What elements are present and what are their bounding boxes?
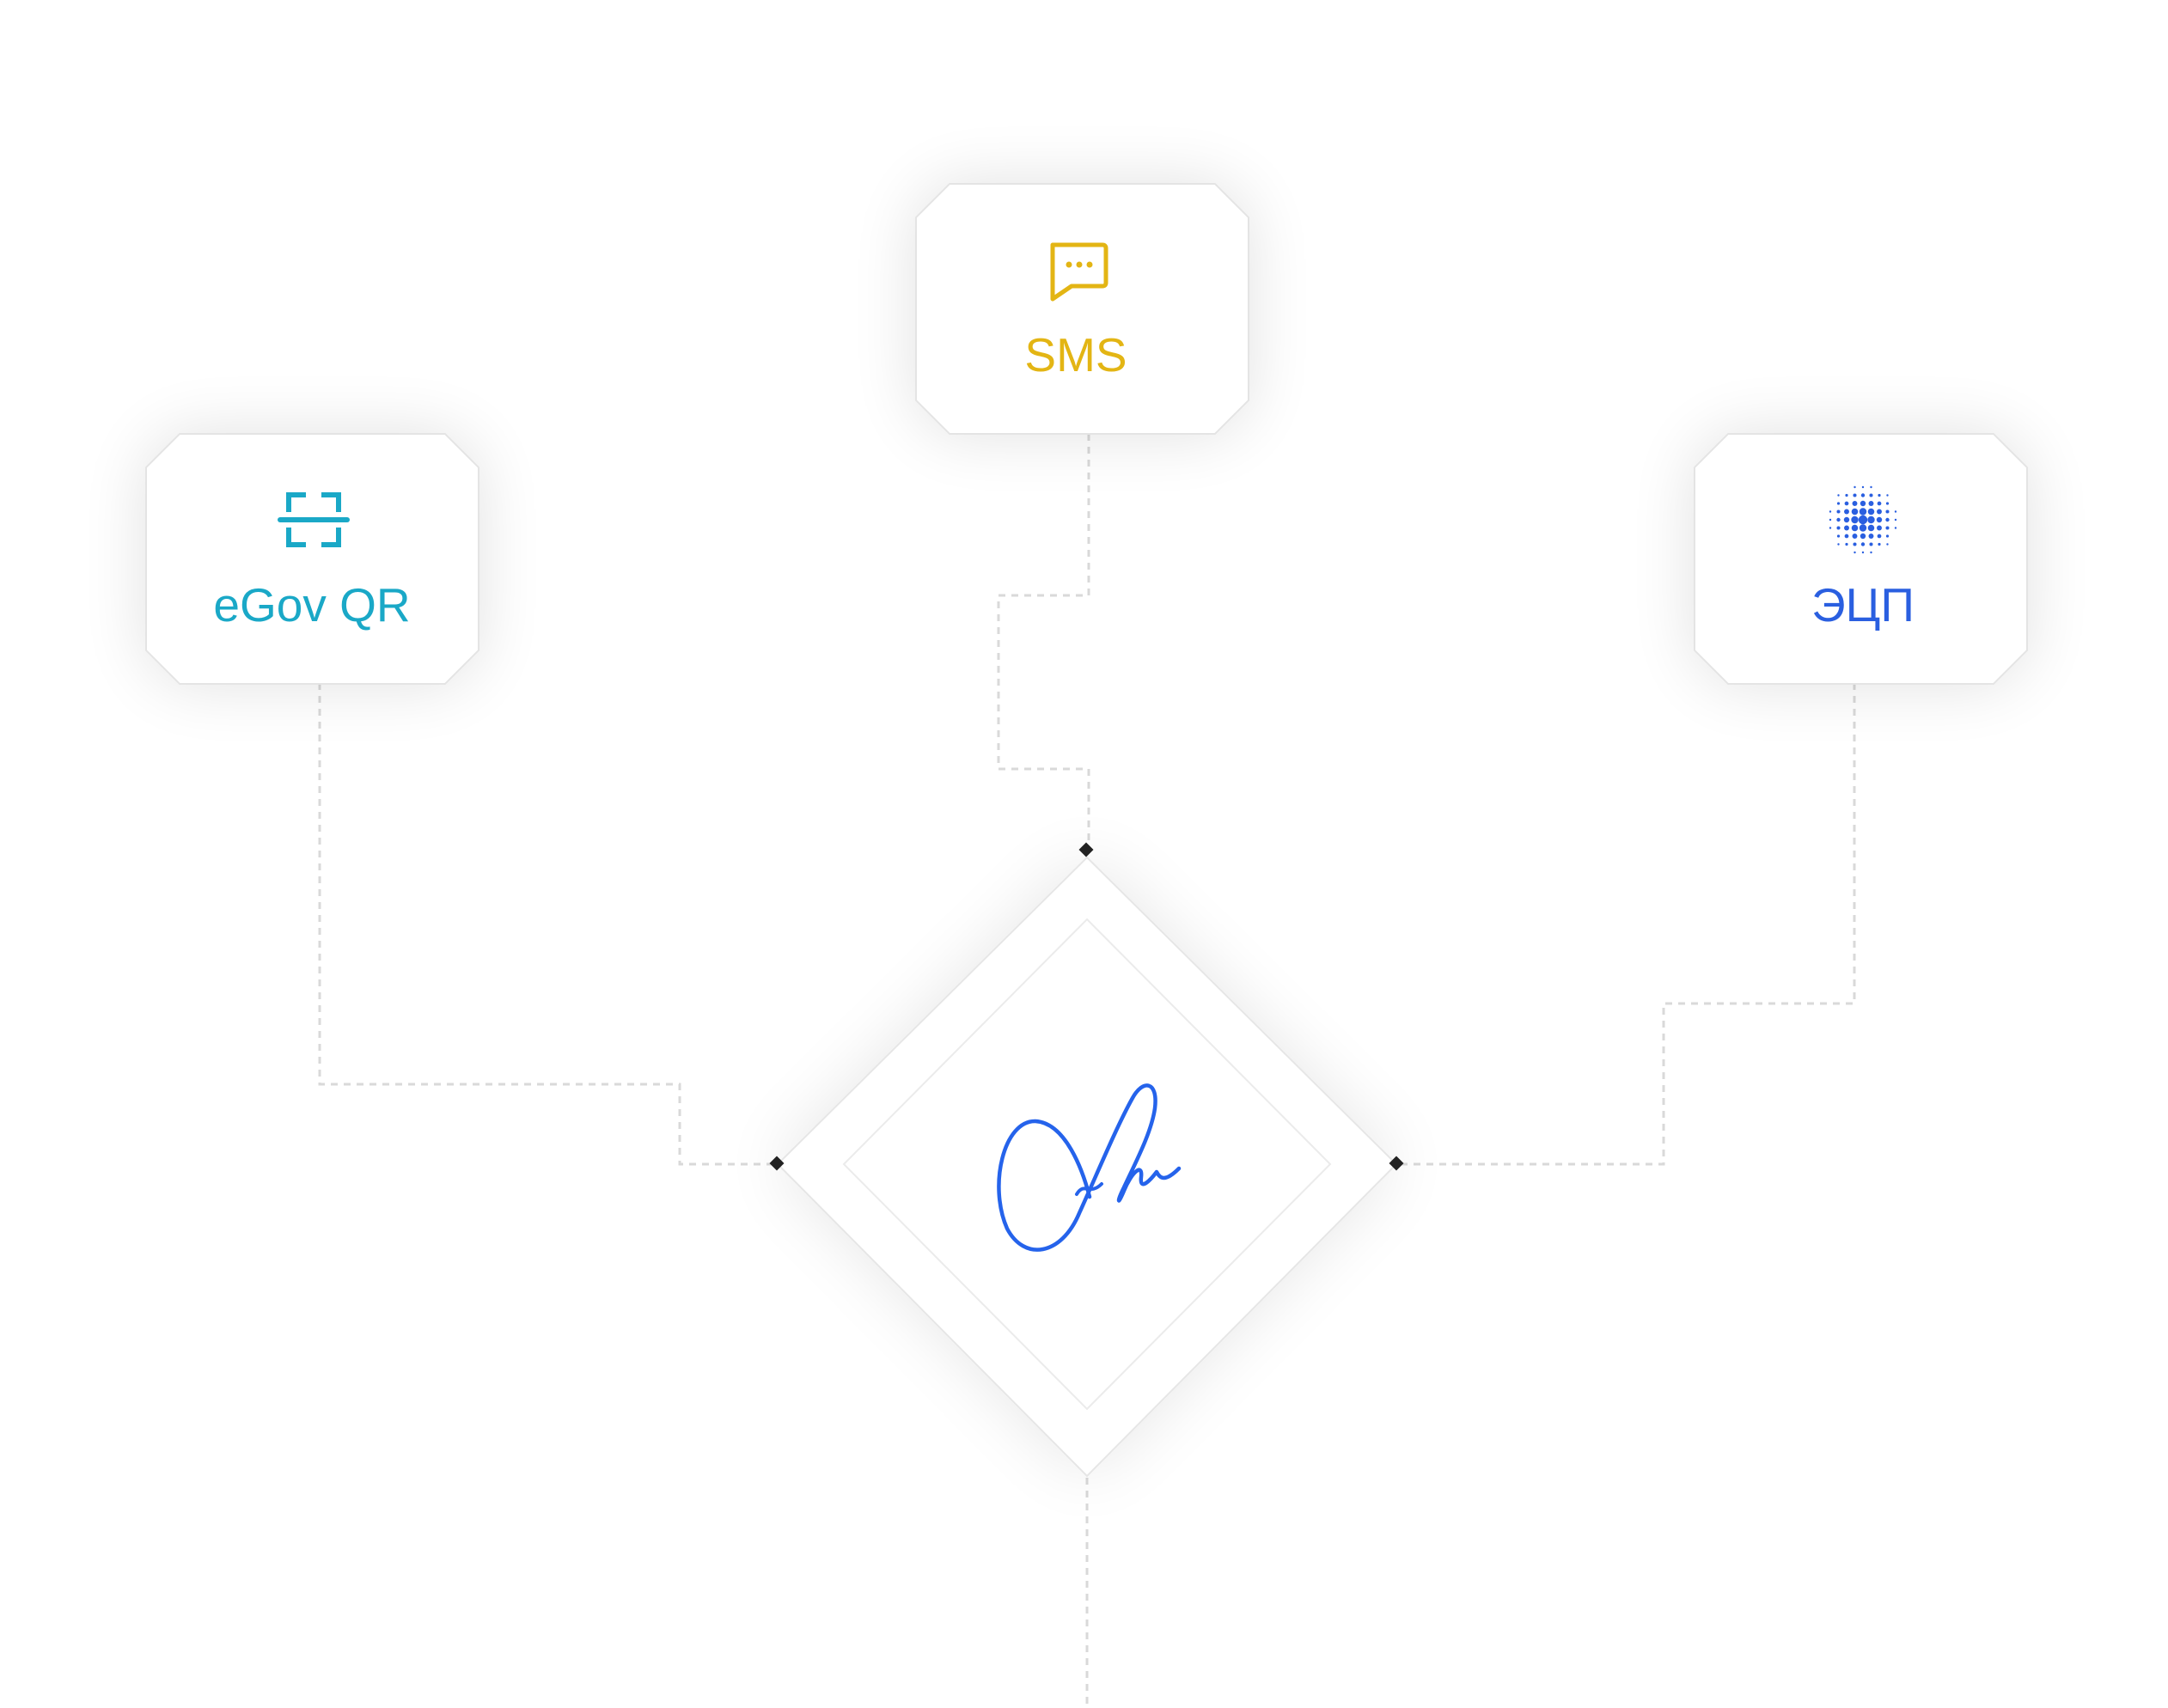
method-card-egov[interactable]: eGov QR bbox=[145, 433, 479, 685]
node-left bbox=[769, 1156, 785, 1171]
dot-grid-dot bbox=[1869, 542, 1873, 546]
dot-grid-dot bbox=[1885, 509, 1890, 514]
dot-grid-dot bbox=[1829, 527, 1832, 529]
dot-grid-dot bbox=[1878, 493, 1881, 497]
signature-icon bbox=[997, 1083, 1182, 1252]
dot-grid-dot bbox=[1876, 516, 1883, 523]
dot-grid-dot bbox=[1853, 485, 1856, 489]
dot-grid-dot bbox=[1870, 485, 1872, 489]
dot-grid-dot bbox=[1829, 510, 1832, 513]
connector-sms bbox=[997, 434, 1090, 851]
dot-grid-dot bbox=[1851, 524, 1859, 532]
dot-grid-dot bbox=[1853, 493, 1857, 497]
card-ecp-background bbox=[1694, 433, 2028, 685]
dot-grid-dot bbox=[1845, 542, 1848, 546]
connector-ecp bbox=[1396, 683, 1856, 1166]
dot-grid-dot bbox=[1860, 542, 1866, 546]
dot-grid-dot bbox=[1870, 551, 1872, 554]
dot-grid-dot bbox=[1867, 524, 1875, 532]
dot-grid-dot bbox=[1836, 517, 1841, 522]
dot-grid-dot bbox=[1868, 501, 1874, 506]
dot-grid-dot bbox=[1836, 534, 1841, 538]
dot-grid-dot bbox=[1885, 502, 1890, 505]
node-right bbox=[1389, 1156, 1404, 1171]
card-sms-label: SMS bbox=[1024, 328, 1127, 381]
connector-egov bbox=[318, 683, 778, 1166]
dot-grid-dot bbox=[1844, 534, 1849, 539]
dot-grid-dot bbox=[1852, 501, 1858, 506]
method-card-ecp[interactable]: ЭЦП bbox=[1694, 433, 2028, 685]
card-sms-background bbox=[915, 183, 1249, 435]
dot-grid-dot bbox=[1877, 534, 1882, 539]
dot-grid-dot bbox=[1836, 526, 1841, 530]
dot-grid-dot bbox=[1829, 518, 1832, 522]
dot-grid-dot bbox=[1868, 534, 1874, 539]
dot-grid-dot bbox=[1836, 502, 1841, 505]
dot-grid-icon bbox=[1829, 485, 1897, 554]
dot-grid-dot bbox=[1860, 500, 1866, 507]
dot-grid-dot bbox=[1859, 508, 1867, 515]
dot-grid-dot bbox=[1837, 543, 1840, 546]
card-egov-label: eGov QR bbox=[213, 578, 410, 631]
dot-grid-dot bbox=[1853, 542, 1857, 546]
dot-grid-dot bbox=[1858, 515, 1868, 525]
dot-grid-dot bbox=[1836, 509, 1841, 514]
dot-grid-dot bbox=[1877, 525, 1882, 531]
dot-grid-dot bbox=[1878, 542, 1881, 546]
dot-grid-dot bbox=[1860, 493, 1866, 497]
signature-diamond bbox=[769, 842, 1404, 1478]
card-ecp-label: ЭЦП bbox=[1811, 578, 1915, 631]
dot-grid-dot bbox=[1845, 493, 1848, 497]
diamond-inner bbox=[842, 918, 1332, 1411]
dot-grid-dot bbox=[1867, 515, 1875, 524]
dot-grid-dot bbox=[1859, 524, 1867, 532]
dot-grid-dot bbox=[1837, 494, 1840, 497]
dot-grid-dot bbox=[1844, 525, 1849, 531]
dot-grid-dot bbox=[1861, 551, 1865, 554]
qr-scan-icon bbox=[278, 492, 350, 547]
dot-grid-dot bbox=[1885, 526, 1890, 530]
dot-grid-dot bbox=[1869, 493, 1873, 497]
dot-grid-dot bbox=[1877, 501, 1882, 506]
dot-grid-dot bbox=[1885, 534, 1890, 538]
dot-grid-dot bbox=[1894, 527, 1897, 529]
dot-grid-dot bbox=[1843, 516, 1850, 523]
dot-grid-dot bbox=[1867, 508, 1875, 515]
dot-grid-dot bbox=[1860, 533, 1866, 540]
dot-grid-dot bbox=[1877, 509, 1882, 515]
dot-grid-dot bbox=[1851, 508, 1859, 515]
connectors bbox=[318, 434, 1856, 1708]
node-top bbox=[1078, 842, 1094, 857]
dot-grid-dot bbox=[1844, 501, 1849, 506]
dot-grid-dot bbox=[1886, 494, 1889, 497]
dot-grid-dot bbox=[1894, 510, 1897, 513]
method-card-sms[interactable]: SMS bbox=[915, 183, 1249, 435]
dot-grid-dot bbox=[1861, 485, 1865, 489]
card-egov-background bbox=[145, 433, 479, 685]
dot-grid-dot bbox=[1894, 518, 1897, 522]
dot-grid-dot bbox=[1853, 551, 1856, 554]
dot-grid-dot bbox=[1885, 517, 1890, 522]
dot-grid-dot bbox=[1851, 515, 1859, 524]
dot-grid-dot bbox=[1852, 534, 1858, 539]
chat-bubble-icon bbox=[1050, 242, 1108, 302]
dot-grid-dot bbox=[1886, 543, 1889, 546]
dot-grid-dot bbox=[1844, 509, 1849, 515]
